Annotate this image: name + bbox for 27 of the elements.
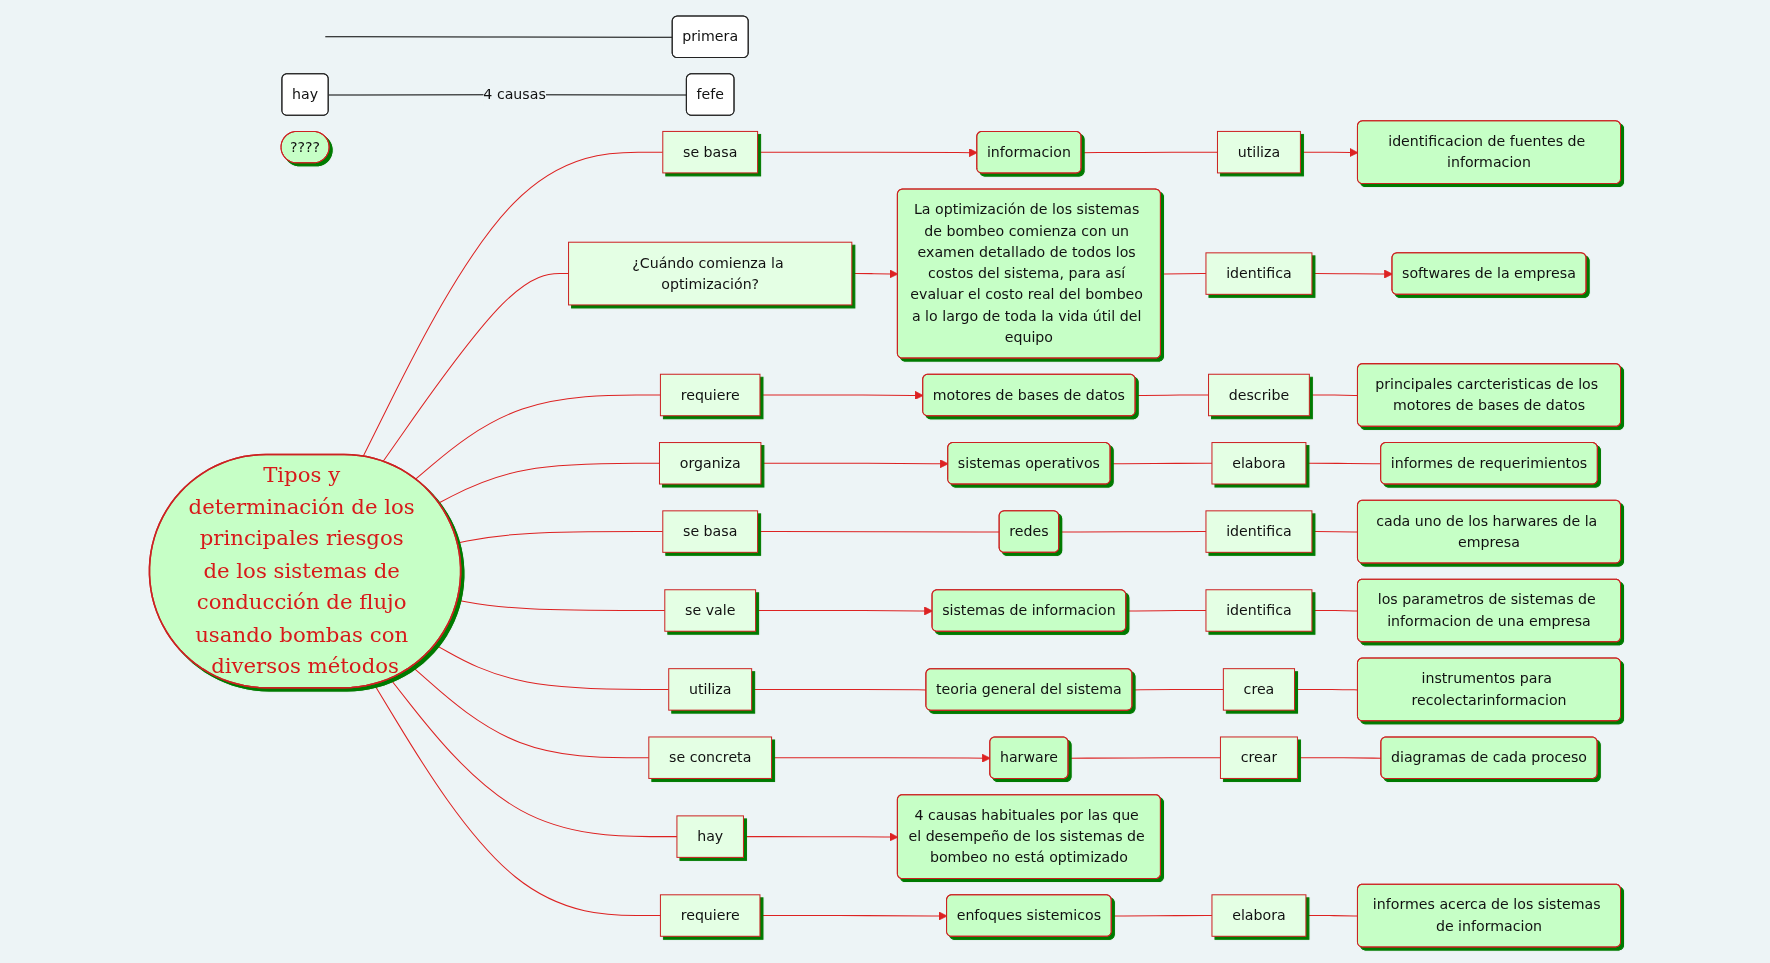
connector: [1068, 757, 1221, 759]
connector: [1131, 688, 1224, 691]
node-box: crea: [1222, 668, 1296, 711]
node-box: organiza: [659, 442, 762, 485]
node-box: se basa: [662, 510, 759, 553]
node-box: utiliza: [1216, 130, 1301, 174]
node-box: describe: [1208, 373, 1310, 417]
connector: [1081, 151, 1218, 154]
node-box: ¿Cuándo comienza la optimización?: [568, 241, 853, 306]
node-box: se concreta: [648, 736, 773, 779]
node-box: se vale: [664, 589, 757, 632]
node-box: se basa: [662, 130, 759, 174]
node-box: requiere: [659, 373, 761, 417]
node-box: identifica: [1205, 252, 1313, 295]
node-box: crear: [1219, 736, 1298, 779]
arrow: [755, 606, 933, 616]
connector: [415, 394, 661, 480]
edge-label: 4 causas: [483, 85, 546, 103]
node-box: requiere: [659, 894, 761, 937]
node-box: hay: [676, 815, 744, 858]
node-box: identifica: [1205, 589, 1313, 632]
node-box: identifica: [1205, 510, 1313, 553]
connector: [438, 462, 660, 504]
connector: [373, 683, 661, 917]
node-box: elabora: [1211, 442, 1307, 485]
node-box: elabora: [1211, 894, 1307, 937]
node-box: utiliza: [668, 668, 753, 711]
